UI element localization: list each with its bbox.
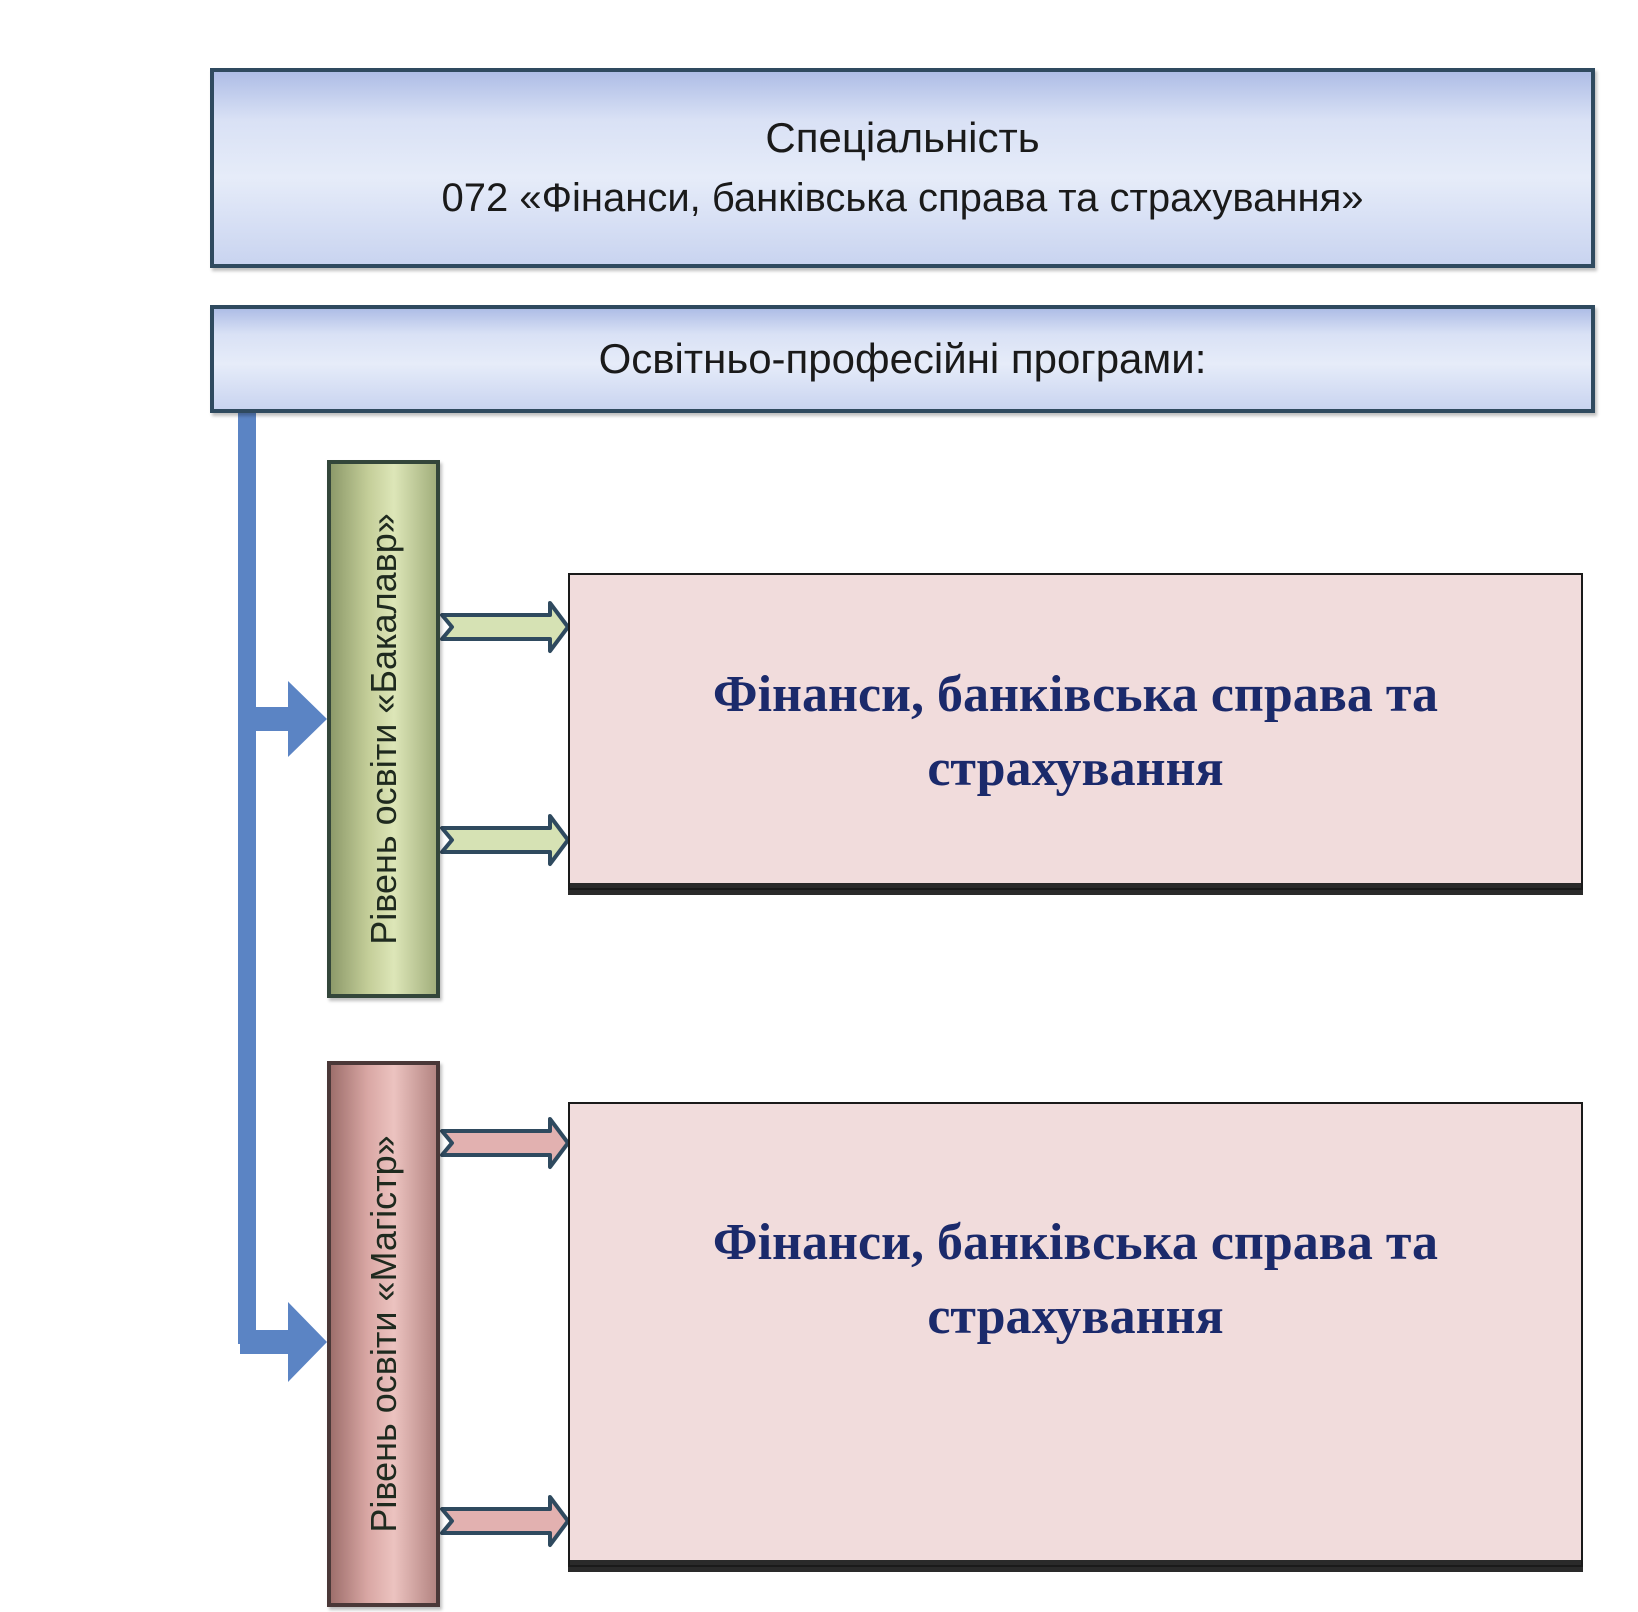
master-arrow-lower [440,1495,570,1547]
master-level-label: Рівень освіти «Магістр» [362,1135,404,1533]
programs-header-label: Освітньо-професійні програми: [598,335,1207,382]
trunk-arrow-bachelor [240,681,327,757]
bachelor-program-box: Фінанси, банківська справа та страхуванн… [568,573,1583,890]
specialty-title: Спеціальність [765,114,1040,161]
master-level-bar: Рівень освіти «Магістр» [327,1061,440,1607]
master-program-name: Фінанси, банківська справа та страхуванн… [712,1213,1439,1345]
bachelor-level-bar: Рівень освіти «Бакалавр» [327,460,440,998]
trunk-arrow-master [240,1302,327,1382]
specialty-box: Спеціальність 072 «Фінанси, банківська с… [210,68,1595,268]
bachelor-arrow-upper [440,601,570,653]
programs-header: Освітньо-професійні програми: [210,305,1595,413]
specialty-name: 072 «Фінанси, банківська справа та страх… [441,176,1364,220]
bachelor-program-name: Фінанси, банківська справа та страхуванн… [712,665,1439,797]
trunk-line [238,412,256,1344]
bachelor-level-label: Рівень освіти «Бакалавр» [362,513,404,945]
bachelor-arrow-lower [440,814,570,866]
master-program-box: Фінанси, банківська справа та страхуванн… [568,1102,1583,1567]
master-arrow-upper [440,1117,570,1169]
